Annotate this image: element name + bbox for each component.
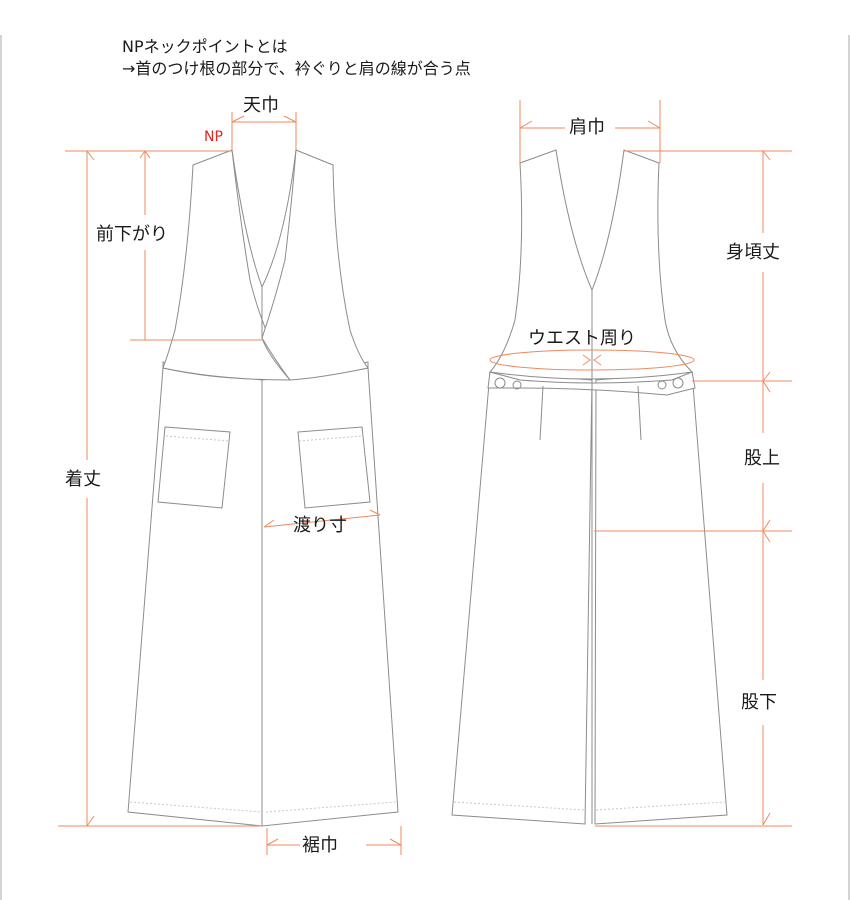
- front-dimension-lines: [58, 112, 402, 855]
- right-border: [848, 35, 850, 900]
- np-marker-label: NP: [204, 129, 223, 145]
- label-thigh-width: 渡り寸: [293, 515, 347, 536]
- back-garment: [451, 149, 728, 825]
- left-border: [0, 35, 2, 900]
- np-note-description: →首のつけ根の部分で、衿ぐりと肩の線が合う点: [122, 59, 471, 78]
- label-total-length: 着丈: [64, 469, 102, 490]
- label-waist: ウエスト周り: [528, 328, 636, 349]
- label-bodice-length: 身頃丈: [725, 242, 781, 263]
- front-garment: [127, 149, 399, 827]
- label-hem-width: 裾巾: [301, 835, 339, 856]
- label-rise: 股上: [743, 448, 781, 469]
- label-neck-width: 天巾: [243, 95, 279, 116]
- label-inseam: 股下: [740, 692, 778, 713]
- back-dimension-lines: [489, 100, 792, 827]
- label-shoulder-width: 肩巾: [568, 117, 606, 138]
- np-note-title: NPネックポイントとは: [122, 37, 288, 56]
- np-definition-note: NPネックポイントとは →首のつけ根の部分で、衿ぐりと肩の線が合う点: [122, 36, 471, 80]
- label-front-drop: 前下がり: [96, 224, 168, 245]
